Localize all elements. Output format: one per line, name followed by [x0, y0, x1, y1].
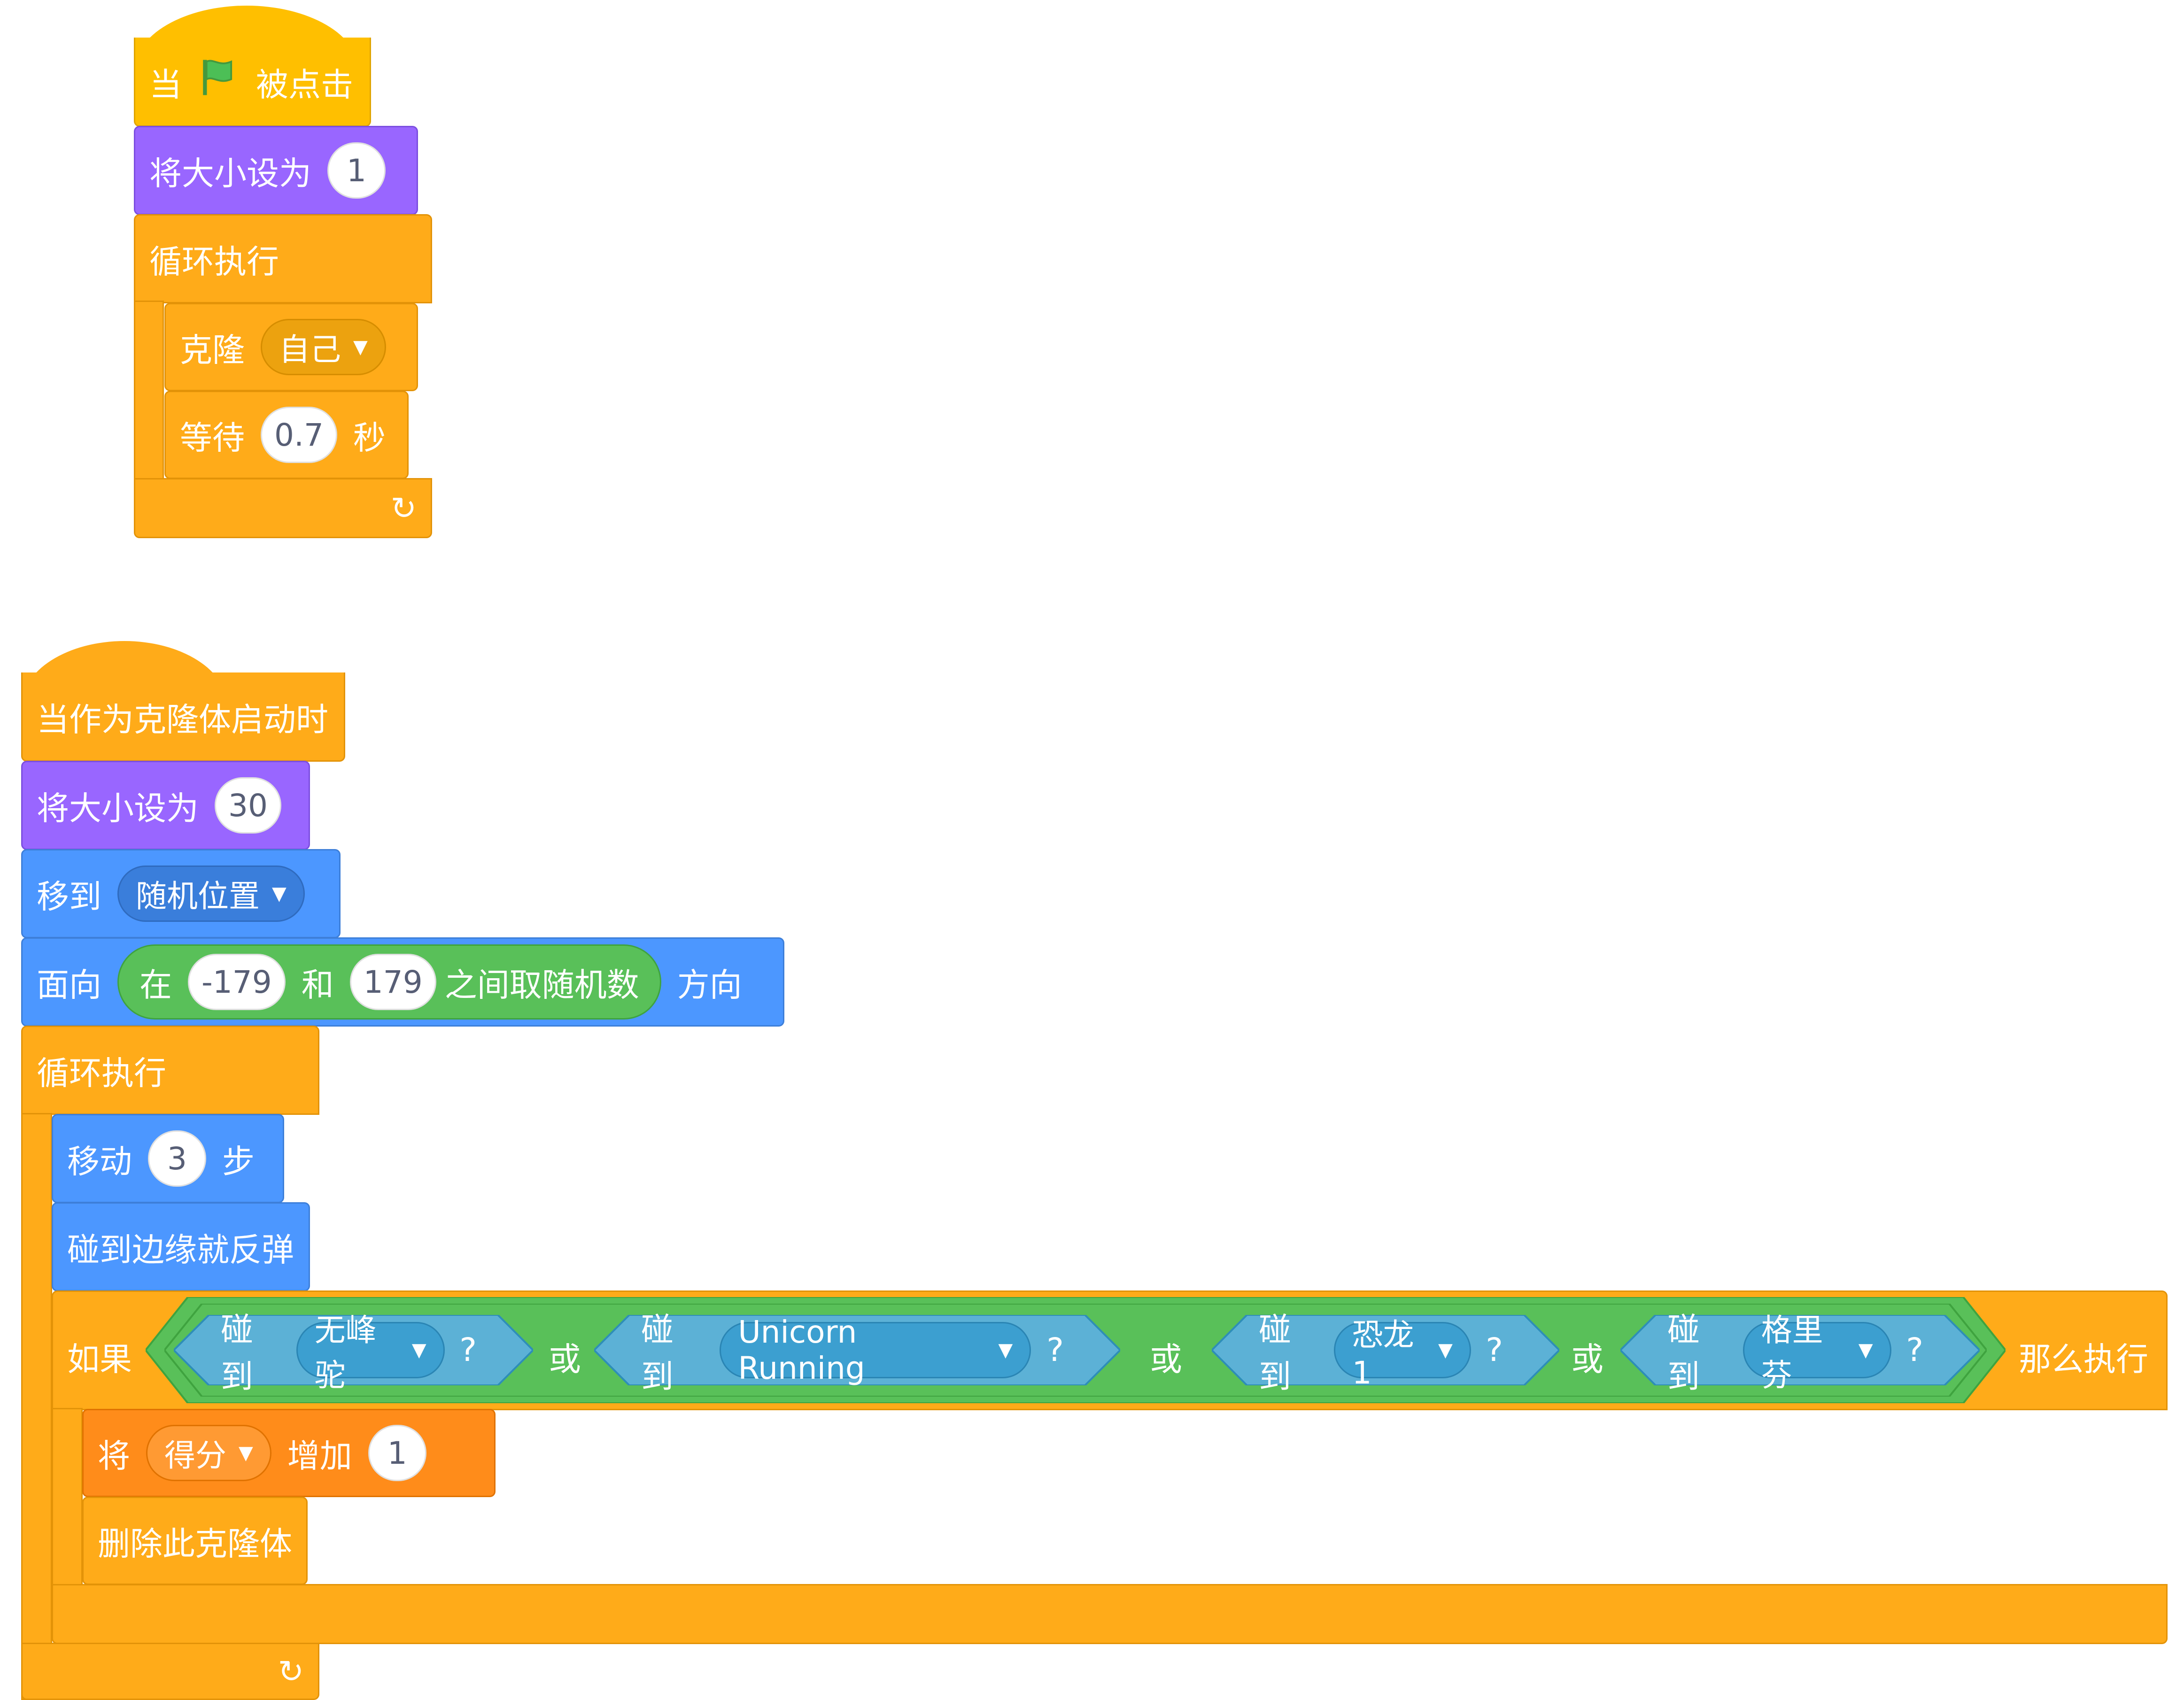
loop-arrow-icon: ↻	[390, 490, 417, 526]
then-label: 那么执行	[2019, 1341, 2148, 1378]
when-label: 当	[149, 66, 182, 104]
set-size-label: 将大小设为	[37, 790, 199, 827]
when-start-as-clone-block[interactable]: 当作为克隆体启动时	[21, 672, 345, 762]
question-mark: ?	[1906, 1331, 1923, 1369]
touching-label: 碰到	[1667, 1311, 1700, 1396]
if-foot	[52, 1584, 2168, 1644]
bounce-label: 碰到边缘就反弹	[67, 1231, 294, 1269]
wait-block[interactable]: 等待 0.7 秒	[164, 391, 409, 479]
if-label: 如果	[67, 1341, 132, 1378]
move-label: 移动	[67, 1143, 132, 1181]
touch-target-dropdown[interactable]: 恐龙1 ▼	[1333, 1317, 1471, 1391]
change-by-label: 增加	[287, 1437, 352, 1475]
touching-condition-1[interactable]: 碰到 无峰驼 ▼ ?	[174, 1311, 533, 1396]
dropdown-caret-icon: ▼	[411, 1339, 426, 1361]
clone-block[interactable]: 克隆 自己 ▼	[164, 303, 418, 391]
set-size-block[interactable]: 将大小设为 30	[21, 761, 310, 850]
forever-foot: ↻	[21, 1643, 319, 1700]
goto-target-value: 随机位置	[136, 878, 260, 914]
forever-block[interactable]: 循环执行	[134, 214, 432, 303]
bounce-block[interactable]: 碰到边缘就反弹	[52, 1202, 310, 1291]
wait-unit: 秒	[353, 419, 386, 457]
change-variable-block[interactable]: 将 得分 ▼ 增加 1	[82, 1409, 496, 1497]
touching-condition-3[interactable]: 碰到 恐龙1 ▼ ?	[1212, 1311, 1559, 1396]
wait-label: 等待	[180, 419, 245, 457]
set-size-block[interactable]: 将大小设为 1	[134, 126, 418, 215]
move-unit: 步	[222, 1143, 255, 1181]
touching-label: 碰到	[1259, 1311, 1291, 1396]
clone-label: 克隆	[180, 332, 245, 369]
forever-arm	[21, 1113, 52, 1700]
touch-target-dropdown[interactable]: 无峰驼 ▼	[296, 1312, 445, 1393]
loop-arrow-icon: ↻	[278, 1653, 304, 1690]
variable-dropdown[interactable]: 得分 ▼	[146, 1425, 271, 1481]
move-steps-block[interactable]: 移动 3 步	[52, 1114, 284, 1203]
touch-target-value: 无峰驼	[314, 1312, 377, 1393]
set-size-label: 将大小设为	[149, 155, 311, 193]
variable-value: 得分	[164, 1437, 226, 1474]
question-mark: ?	[1486, 1331, 1503, 1369]
goto-label: 移到	[37, 878, 101, 916]
touch-target-dropdown[interactable]: 格里芬 ▼	[1743, 1312, 1891, 1393]
clicked-label: 被点击	[256, 66, 353, 104]
green-flag-icon	[198, 56, 240, 107]
or-label: 或	[1150, 1341, 1182, 1378]
random-in-label: 在	[139, 966, 172, 1004]
dropdown-caret-icon: ▼	[1438, 1339, 1453, 1361]
point-direction-block[interactable]: 面向 在 -179 和 179 之间取随机数 方向	[21, 937, 784, 1027]
hat-label: 当作为克隆体启动时	[37, 701, 328, 739]
random-to-input[interactable]: 179	[349, 954, 436, 1010]
forever-block[interactable]: 循环执行	[21, 1026, 319, 1115]
dropdown-caret-icon: ▼	[353, 336, 368, 358]
touch-target-value: 恐龙1	[1352, 1316, 1414, 1391]
change-label: 将	[98, 1437, 130, 1475]
goto-target-dropdown[interactable]: 随机位置 ▼	[117, 865, 305, 922]
delete-label: 删除此克隆体	[98, 1525, 292, 1563]
or-label: 或	[1571, 1341, 1603, 1378]
delete-clone-block[interactable]: 删除此克隆体	[82, 1497, 308, 1585]
forever-foot: ↻	[134, 478, 432, 538]
dropdown-caret-icon: ▼	[272, 883, 287, 904]
if-arm	[52, 1408, 83, 1586]
random-suffix-label: 之间取随机数	[444, 966, 639, 1004]
touch-target-value: Unicorn Running	[738, 1314, 865, 1386]
point-suffix-label: 方向	[677, 966, 742, 1004]
touch-target-value: 格里芬	[1761, 1312, 1823, 1393]
point-label: 面向	[37, 966, 101, 1004]
forever-arm	[134, 301, 164, 488]
forever-label: 循环执行	[149, 243, 279, 281]
random-and-label: 和	[301, 966, 334, 1004]
dropdown-caret-icon: ▼	[239, 1442, 253, 1464]
clone-target-value: 自己	[279, 332, 341, 368]
goto-block[interactable]: 移到 随机位置 ▼	[21, 849, 341, 938]
touching-condition-2[interactable]: 碰到 Unicorn Running ▼ ?	[594, 1311, 1120, 1396]
wait-input[interactable]: 0.7	[261, 407, 337, 463]
dropdown-caret-icon: ▼	[998, 1339, 1013, 1361]
move-input[interactable]: 3	[148, 1130, 206, 1187]
pick-random-reporter[interactable]: 在 -179 和 179 之间取随机数	[117, 944, 661, 1020]
when-flag-clicked-block[interactable]: 当 被点击	[134, 38, 371, 127]
touching-label: 碰到	[641, 1311, 674, 1396]
touching-label: 碰到	[221, 1311, 253, 1396]
touch-target-dropdown[interactable]: Unicorn Running ▼	[720, 1314, 1031, 1386]
question-mark: ?	[1046, 1331, 1064, 1369]
random-from-input[interactable]: -179	[188, 954, 286, 1010]
forever-label: 循环执行	[37, 1055, 166, 1092]
touching-condition-4[interactable]: 碰到 格里芬 ▼ ?	[1620, 1311, 1980, 1396]
clone-target-dropdown[interactable]: 自己 ▼	[261, 319, 386, 375]
or-label: 或	[549, 1341, 581, 1378]
question-mark: ?	[459, 1331, 477, 1369]
size-input[interactable]: 1	[327, 142, 386, 199]
change-value-input[interactable]: 1	[368, 1425, 426, 1481]
dropdown-caret-icon: ▼	[1858, 1339, 1873, 1361]
size-input[interactable]: 30	[215, 777, 281, 834]
